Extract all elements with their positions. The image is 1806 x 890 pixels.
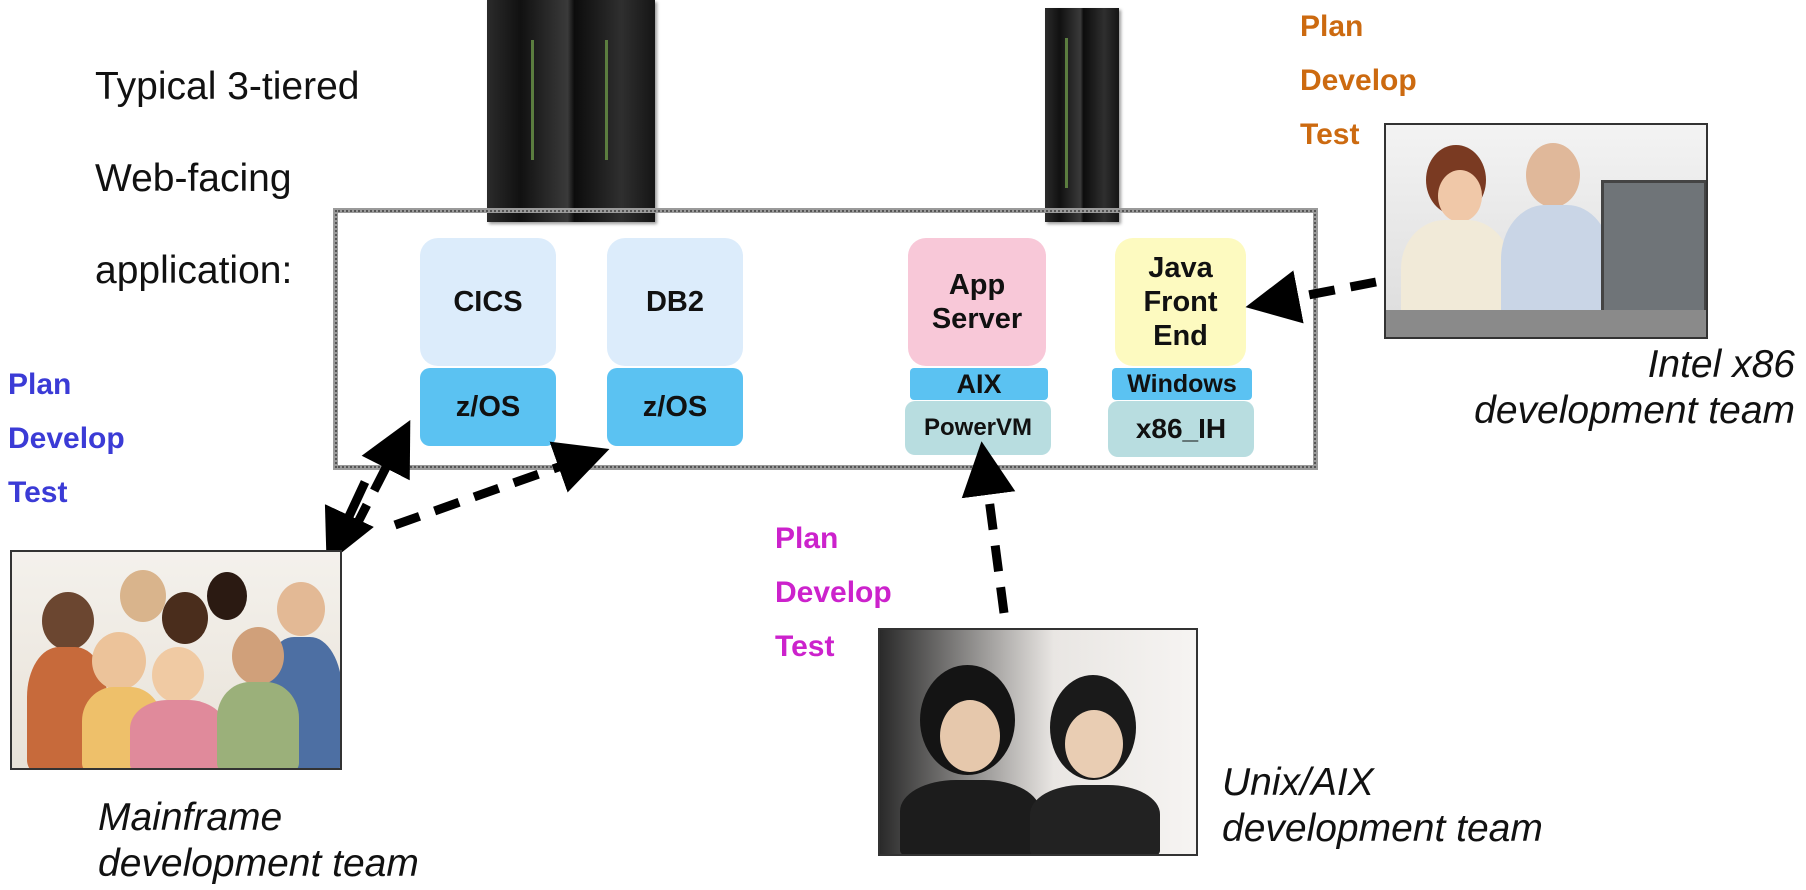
java-frontend-box: Java Front End [1115, 238, 1246, 366]
db2-zos-box: z/OS [607, 368, 743, 446]
windows-box: Windows [1112, 368, 1252, 400]
unix-team-label: Unix/AIX development team [1222, 761, 1543, 850]
intel-team-label: Intel x86 development team [1474, 343, 1795, 432]
intel-pdt-list: Plan Develop Test [1300, 0, 1417, 162]
mainframe-team-label: Mainframe development team [98, 796, 419, 885]
mainframe-server-image [487, 0, 655, 222]
appserver-aix-box: AIX [910, 368, 1048, 400]
arrow-mainframe-to-db2 [393, 441, 610, 530]
db2-box: DB2 [607, 238, 743, 366]
cics-box: CICS [420, 238, 556, 366]
appserver-label: App Server [931, 269, 1023, 335]
db2-os-label: z/OS [642, 390, 708, 423]
arrow-unix-to-powervm [961, 441, 1016, 614]
title-line-1: Typical 3-tiered [95, 65, 360, 108]
power-server-image [1045, 8, 1119, 222]
appserver-box: App Server [908, 238, 1046, 366]
diagram-title: Typical 3-tiered Web-facing application: [95, 18, 359, 340]
title-line-3: application: [95, 249, 293, 292]
java-frontend-label: Java Front End [1143, 252, 1218, 352]
intel-plan: Plan [1300, 10, 1364, 43]
unix-develop: Develop [775, 576, 892, 609]
arrow-intel-to-java [1245, 270, 1377, 324]
unix-pdt-list: Plan Develop Test [775, 512, 892, 674]
intel-test: Test [1300, 118, 1360, 151]
unix-plan: Plan [775, 522, 839, 555]
arrow-cics-to-mainframe-team [324, 480, 374, 565]
cics-label: CICS [453, 286, 523, 318]
intel-team-photo [1384, 123, 1708, 339]
mainframe-develop: Develop [8, 422, 125, 455]
db2-label: DB2 [645, 286, 704, 318]
unix-team-photo [878, 628, 1198, 856]
mainframe-test: Test [8, 476, 68, 509]
intel-develop: Develop [1300, 64, 1417, 97]
mainframe-pdt-list: Plan Develop Test [8, 358, 125, 520]
mainframe-team-photo [10, 550, 342, 770]
cics-os-label: z/OS [455, 390, 521, 423]
appserver-os-label: AIX [956, 368, 1002, 399]
mainframe-plan: Plan [8, 368, 72, 401]
windows-label: Windows [1127, 369, 1237, 398]
title-line-2: Web-facing [95, 157, 292, 200]
cics-zos-box: z/OS [420, 368, 556, 446]
x86-ih-box: x86_IH [1108, 401, 1254, 457]
powervm-label: PowerVM [923, 414, 1033, 441]
unix-test: Test [775, 630, 835, 663]
x86-ih-label: x86_IH [1135, 413, 1227, 444]
